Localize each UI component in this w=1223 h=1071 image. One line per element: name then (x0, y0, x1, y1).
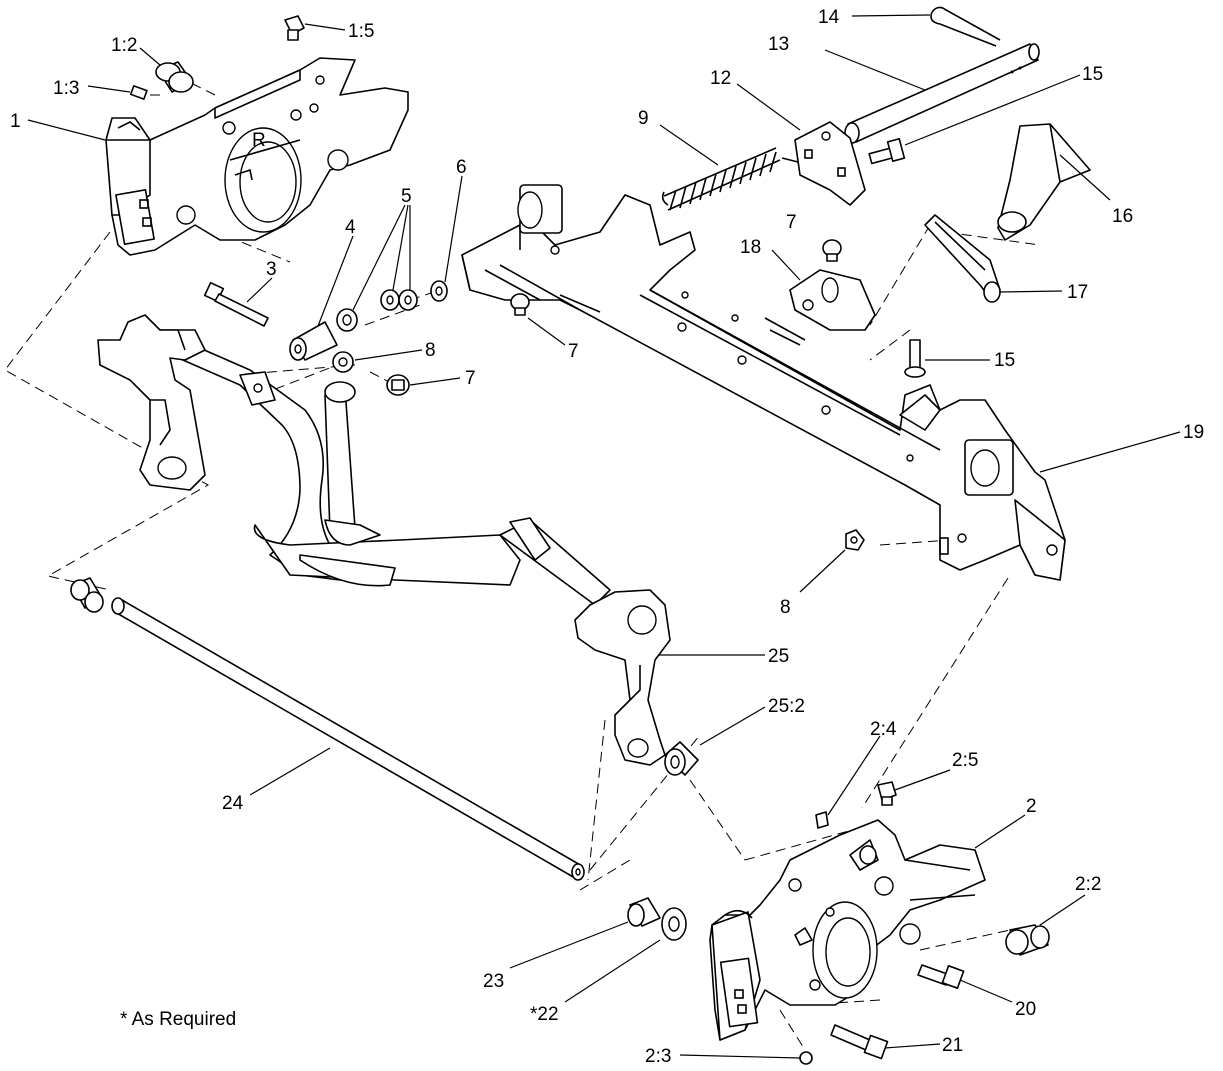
washer-6 (430, 280, 448, 302)
nut-7-left (386, 374, 410, 396)
washer-22 (661, 907, 687, 941)
callout-7-mid: 7 (568, 341, 579, 362)
spacer-23 (627, 897, 661, 927)
callout-2-3: 2:3 (645, 1046, 671, 1067)
callout-21: 21 (942, 1035, 963, 1056)
callout-4: 4 (345, 217, 356, 238)
plate-mark-r: R (252, 130, 266, 151)
callout-13: 13 (768, 34, 789, 55)
callout-16: 16 (1112, 206, 1133, 227)
grease-fitting-1-3 (129, 85, 148, 100)
callout-2: 2 (1026, 796, 1037, 817)
pivot-block-18 (789, 269, 876, 331)
callout-2-4: 2:4 (870, 719, 897, 740)
callout-15-lower: 15 (994, 350, 1015, 371)
bushing-25-2 (664, 741, 699, 776)
nut-7-mid (510, 293, 530, 316)
grease-fitting-2-4 (815, 811, 829, 829)
bracket-12 (794, 121, 866, 206)
nut-2-3 (799, 1051, 813, 1065)
lynch-pin-17 (924, 214, 1001, 303)
bushing-rod-24 (70, 577, 104, 613)
nut-7-upper (822, 239, 842, 262)
pedal-shaft-assembly (159, 334, 611, 606)
callout-24: 24 (222, 793, 244, 814)
spacer-4 (289, 321, 338, 361)
callout-14: 14 (818, 7, 840, 28)
callout-7-left: 7 (465, 368, 476, 389)
bolt-20 (917, 964, 965, 989)
nut-8-left (332, 351, 354, 373)
spacer-1-2 (155, 61, 194, 93)
callout-3: 3 (266, 259, 277, 280)
frame-19 (461, 184, 1066, 581)
callout-1: 1 (10, 111, 21, 132)
callout-20: 20 (1015, 999, 1036, 1020)
callout-2-2: 2:2 (1075, 874, 1101, 895)
callout-9: 9 (638, 108, 649, 129)
bolt-21 (830, 1024, 889, 1060)
callout-8-right: 8 (780, 597, 791, 618)
as-required-note: * As Required (120, 1009, 236, 1030)
callout-23: 23 (483, 971, 504, 992)
callout-18: 18 (740, 237, 761, 258)
callout-25: 25 (768, 646, 789, 667)
callout-22: *22 (530, 1004, 559, 1025)
nuts-5 (336, 289, 418, 332)
bolt-1-5 (284, 15, 305, 41)
callout-6: 6 (456, 157, 467, 178)
arm-left (97, 314, 206, 491)
bolt-2-5 (877, 781, 897, 806)
rod-24 (111, 597, 585, 881)
callout-2-5: 2:5 (952, 750, 978, 771)
bolt-3 (203, 281, 269, 327)
spacer-2-2 (1005, 924, 1050, 956)
rod-13 (844, 43, 1040, 144)
clevis-pin-15-lower (904, 339, 926, 378)
clevis-pin-15-top (868, 137, 906, 165)
callout-25-2: 25:2 (768, 696, 805, 717)
side-plate-left (105, 57, 409, 256)
callout-5: 5 (401, 186, 412, 207)
callout-1-2: 1:2 (111, 35, 137, 56)
spring-9 (661, 147, 799, 211)
callout-17: 17 (1067, 282, 1088, 303)
callout-19: 19 (1183, 422, 1204, 443)
callout-15-top: 15 (1082, 64, 1103, 85)
callout-1-3: 1:3 (53, 78, 79, 99)
pedal-16 (997, 123, 1091, 241)
nut-8-right (845, 529, 865, 551)
callout-12: 12 (710, 68, 731, 89)
leader-lines (27, 14, 1181, 1059)
side-plate-right (709, 819, 986, 1041)
hairpin-cotter-14 (930, 6, 1001, 47)
callout-labels: 1:5 1:2 1:3 1 14 13 12 15 9 6 5 4 3 7 18… (10, 7, 1204, 1067)
callout-7-upper: 7 (786, 212, 797, 233)
arm-25 (574, 589, 671, 766)
callout-1-5: 1:5 (348, 21, 374, 42)
callout-8-left: 8 (425, 340, 436, 361)
